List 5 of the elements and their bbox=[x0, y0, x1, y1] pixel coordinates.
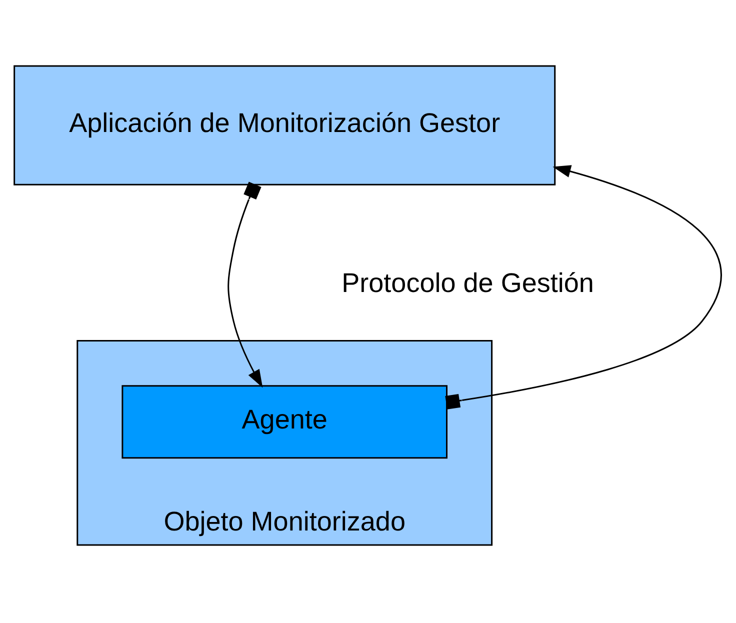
node-box: Aplicación de Monitorización Gestor bbox=[14, 65, 556, 186]
arrow bbox=[228, 182, 263, 388]
label: Protocolo de Gestión bbox=[342, 268, 594, 298]
node-box: Agente bbox=[122, 385, 448, 459]
arrow bbox=[445, 165, 722, 410]
